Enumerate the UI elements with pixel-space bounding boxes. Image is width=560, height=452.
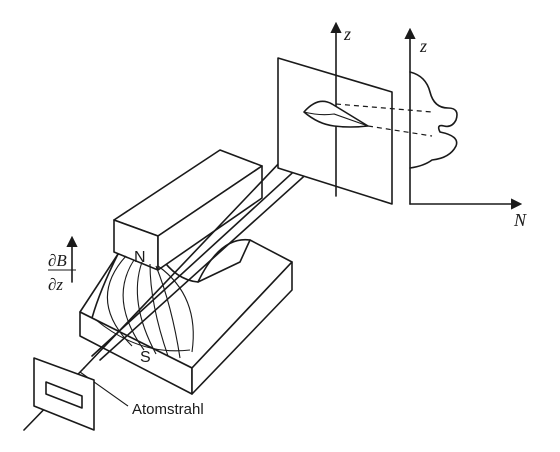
gradient-numerator: ∂B [48, 251, 67, 270]
detector-screen [277, 21, 393, 205]
magnetic-field-lines [95, 255, 194, 359]
projection-lines [335, 103, 433, 137]
north-pole-label: N [134, 249, 146, 266]
slit-aperture-icon [33, 357, 95, 431]
north-pole-magnet [113, 149, 263, 271]
screen-z-label: z [343, 24, 351, 44]
beam-label: Atomstrahl [132, 401, 204, 418]
gradient-denominator: ∂z [48, 275, 63, 294]
profile-n-label: N [513, 210, 527, 230]
south-pole-label: S [140, 349, 151, 366]
south-pole-magnet [79, 238, 293, 395]
intensity-profile-plot [404, 27, 523, 210]
profile-z-label: z [419, 36, 427, 56]
